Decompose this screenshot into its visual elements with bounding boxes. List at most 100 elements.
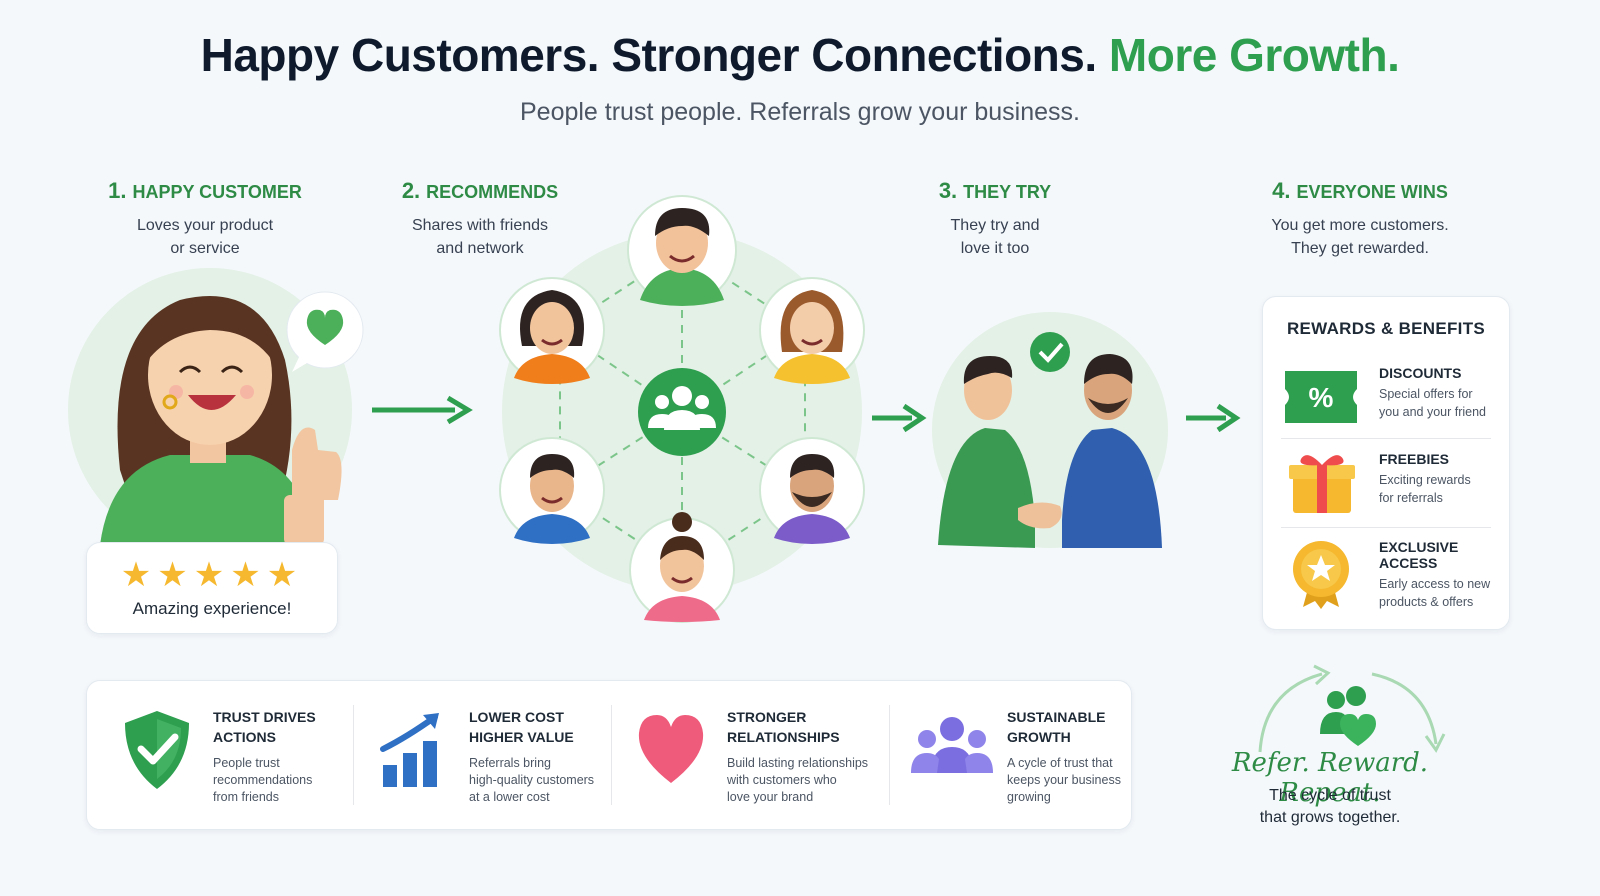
reward-discounts-desc: Special offers for you and your friend (1379, 385, 1486, 421)
benefit-lower-cost: LOWER COST HIGHER VALUE Referrals bring … (377, 703, 617, 813)
step-3: 3.THEY TRY They try and love it too (880, 178, 1110, 260)
step-3-title: THEY TRY (963, 182, 1052, 202)
benefit-relationships-desc: Build lasting relationships with custome… (727, 755, 868, 806)
step-1: 1.HAPPY CUSTOMER Loves your product or s… (90, 178, 320, 260)
benefit-relationships-desc-line3: love your brand (727, 790, 814, 804)
divider (353, 705, 354, 805)
shield-check-icon (125, 711, 189, 789)
step-4-desc-line1: You get more customers. (1271, 217, 1449, 234)
benefit-lower-cost-desc: Referrals bring high-quality customers a… (469, 755, 594, 806)
reward-discounts-title: DISCOUNTS (1379, 365, 1462, 381)
benefit-trust-title-line1: TRUST DRIVES (213, 709, 316, 725)
step-1-heading: 1.HAPPY CUSTOMER (90, 178, 320, 204)
step-1-desc: Loves your product or service (90, 214, 320, 260)
benefit-relationships: STRONGER RELATIONSHIPS Build lasting rel… (635, 703, 885, 813)
benefit-relationships-desc-line2: with customers who (727, 773, 837, 787)
benefit-growth-title-line1: SUSTAINABLE (1007, 709, 1106, 725)
avatar-top-left (499, 277, 605, 384)
handshake-illustration (932, 312, 1168, 548)
tagline: Refer. Reward. Repeat. (1231, 748, 1429, 808)
step-3-desc: They try and love it too (880, 214, 1110, 260)
growth-chart-icon (380, 713, 439, 787)
rewards-title: REWARDS & BENEFITS (1286, 319, 1486, 338)
page-subtitle: People trust people. Referrals grow your… (519, 98, 1080, 126)
group-center-icon (648, 386, 716, 430)
step-2-number: 2. (401, 178, 421, 203)
arrow-right-icon (1186, 403, 1241, 433)
benefits-bar: TRUST DRIVES ACTIONS People trust recomm… (86, 680, 1132, 830)
benefit-relationships-desc-line1: Build lasting relationships (727, 756, 869, 770)
benefit-trust-title-line2: ACTIONS (213, 729, 276, 745)
reward-exclusive-desc: Early access to new products & offers (1379, 575, 1506, 611)
benefit-growth-desc-line1: A cycle of trust that (1007, 756, 1113, 770)
avatar-bottom-right (759, 437, 865, 544)
benefit-growth-title: SUSTAINABLE GROWTH (1007, 707, 1121, 747)
reward-discounts-desc-line1: Special offers for (1379, 387, 1473, 401)
step-2-desc: Shares with friends and network (360, 214, 600, 260)
star-icon: ★ (193, 556, 231, 594)
benefit-trust-desc-line1: People trust (213, 756, 280, 770)
gift-icon (1289, 455, 1355, 513)
benefit-lower-cost-desc-line2: high-quality customers (469, 773, 595, 787)
step-3-desc-line2: love it too (960, 240, 1030, 257)
step-4-desc-line2: They get rewarded. (1291, 240, 1429, 257)
benefit-trust-title: TRUST DRIVES ACTIONS (213, 707, 316, 747)
benefit-relationships-title-line2: RELATIONSHIPS (727, 729, 840, 745)
benefit-growth: SUSTAINABLE GROWTH A cycle of trust that… (911, 703, 1121, 813)
reward-freebies-desc: Exciting rewards for referrals (1379, 471, 1471, 507)
benefit-lower-cost-desc-line3: at a lower cost (469, 790, 550, 804)
step-4-desc: You get more customers. They get rewarde… (1240, 214, 1480, 260)
title-main: Happy Customers. Stronger Connections. (200, 29, 1098, 81)
cycle-icon (1258, 664, 1446, 753)
avatar-top (627, 195, 737, 306)
step-1-number: 1. (108, 178, 127, 203)
friend-avatars (499, 195, 865, 623)
step-3-desc-line1: They try and (950, 217, 1040, 234)
reward-freebies-desc-line2: for referrals (1379, 491, 1443, 505)
star-icon: ★ (157, 556, 194, 594)
benefit-trust-desc-line2: recommendations (213, 773, 313, 787)
benefit-trust-desc: People trust recommendations from friend… (213, 755, 316, 806)
tagline-desc: The cycle of trust that grows together. (1205, 785, 1455, 829)
benefit-growth-desc: A cycle of trust that keeps your busines… (1007, 755, 1121, 806)
reward-exclusive-title: EXCLUSIVE ACCESS (1379, 539, 1459, 571)
tagline-desc-line2: that grows together. (1259, 809, 1401, 826)
star-icon: ★ (266, 556, 304, 594)
benefit-growth-desc-line3: growing (1007, 790, 1051, 804)
benefit-lower-cost-desc-line1: Referrals bring (469, 756, 551, 770)
reward-discounts-desc-line2: you and your friend (1379, 405, 1487, 419)
reward-exclusive-desc-line1: Early access to new (1379, 577, 1491, 591)
step-2-desc-line1: Shares with friends (411, 217, 549, 234)
step-2-heading: 2.RECOMMENDS (360, 178, 600, 204)
step-1-title: HAPPY CUSTOMER (132, 182, 302, 202)
reward-freebies-title: FREEBIES (1379, 451, 1450, 467)
benefit-relationships-title-line1: STRONGER (727, 709, 807, 725)
happy-customer-illustration (68, 268, 352, 552)
tagline-desc-line1: The cycle of trust (1269, 787, 1391, 804)
reward-exclusive-desc-line2: products & offers (1379, 595, 1474, 609)
svg-text:%: % (1309, 382, 1334, 413)
step-2-title: RECOMMENDS (426, 182, 559, 202)
arrow-right-icon (372, 395, 473, 425)
step-4-number: 4. (1272, 178, 1291, 203)
benefit-growth-title-line2: GROWTH (1007, 729, 1071, 745)
step-4-title: EVERYONE WINS (1296, 182, 1448, 202)
divider (1281, 438, 1491, 439)
star-icon: ★ (120, 556, 158, 594)
arrow-right-icon (872, 403, 927, 433)
step-3-heading: 3.THEY TRY (880, 178, 1110, 204)
reward-freebies: FREEBIES Exciting rewards for referrals (1281, 447, 1491, 527)
divider (611, 705, 612, 805)
percent-ticket-icon: % (1285, 371, 1357, 423)
rewards-card: REWARDS & BENEFITS % DISCOUNTS Special o… (1262, 296, 1510, 630)
group-icon (911, 717, 993, 773)
avatar-bottom (629, 512, 735, 623)
page-title: Happy Customers. Stronger Connections. M… (0, 28, 1600, 82)
divider (1281, 527, 1491, 528)
benefit-trust: TRUST DRIVES ACTIONS People trust recomm… (121, 703, 351, 813)
benefit-relationships-title: STRONGER RELATIONSHIPS (727, 707, 868, 747)
avatar-bottom-left (499, 437, 605, 544)
step-2: 2.RECOMMENDS Shares with friends and net… (360, 178, 600, 260)
reward-discounts: % DISCOUNTS Special offers for you and y… (1281, 361, 1491, 435)
